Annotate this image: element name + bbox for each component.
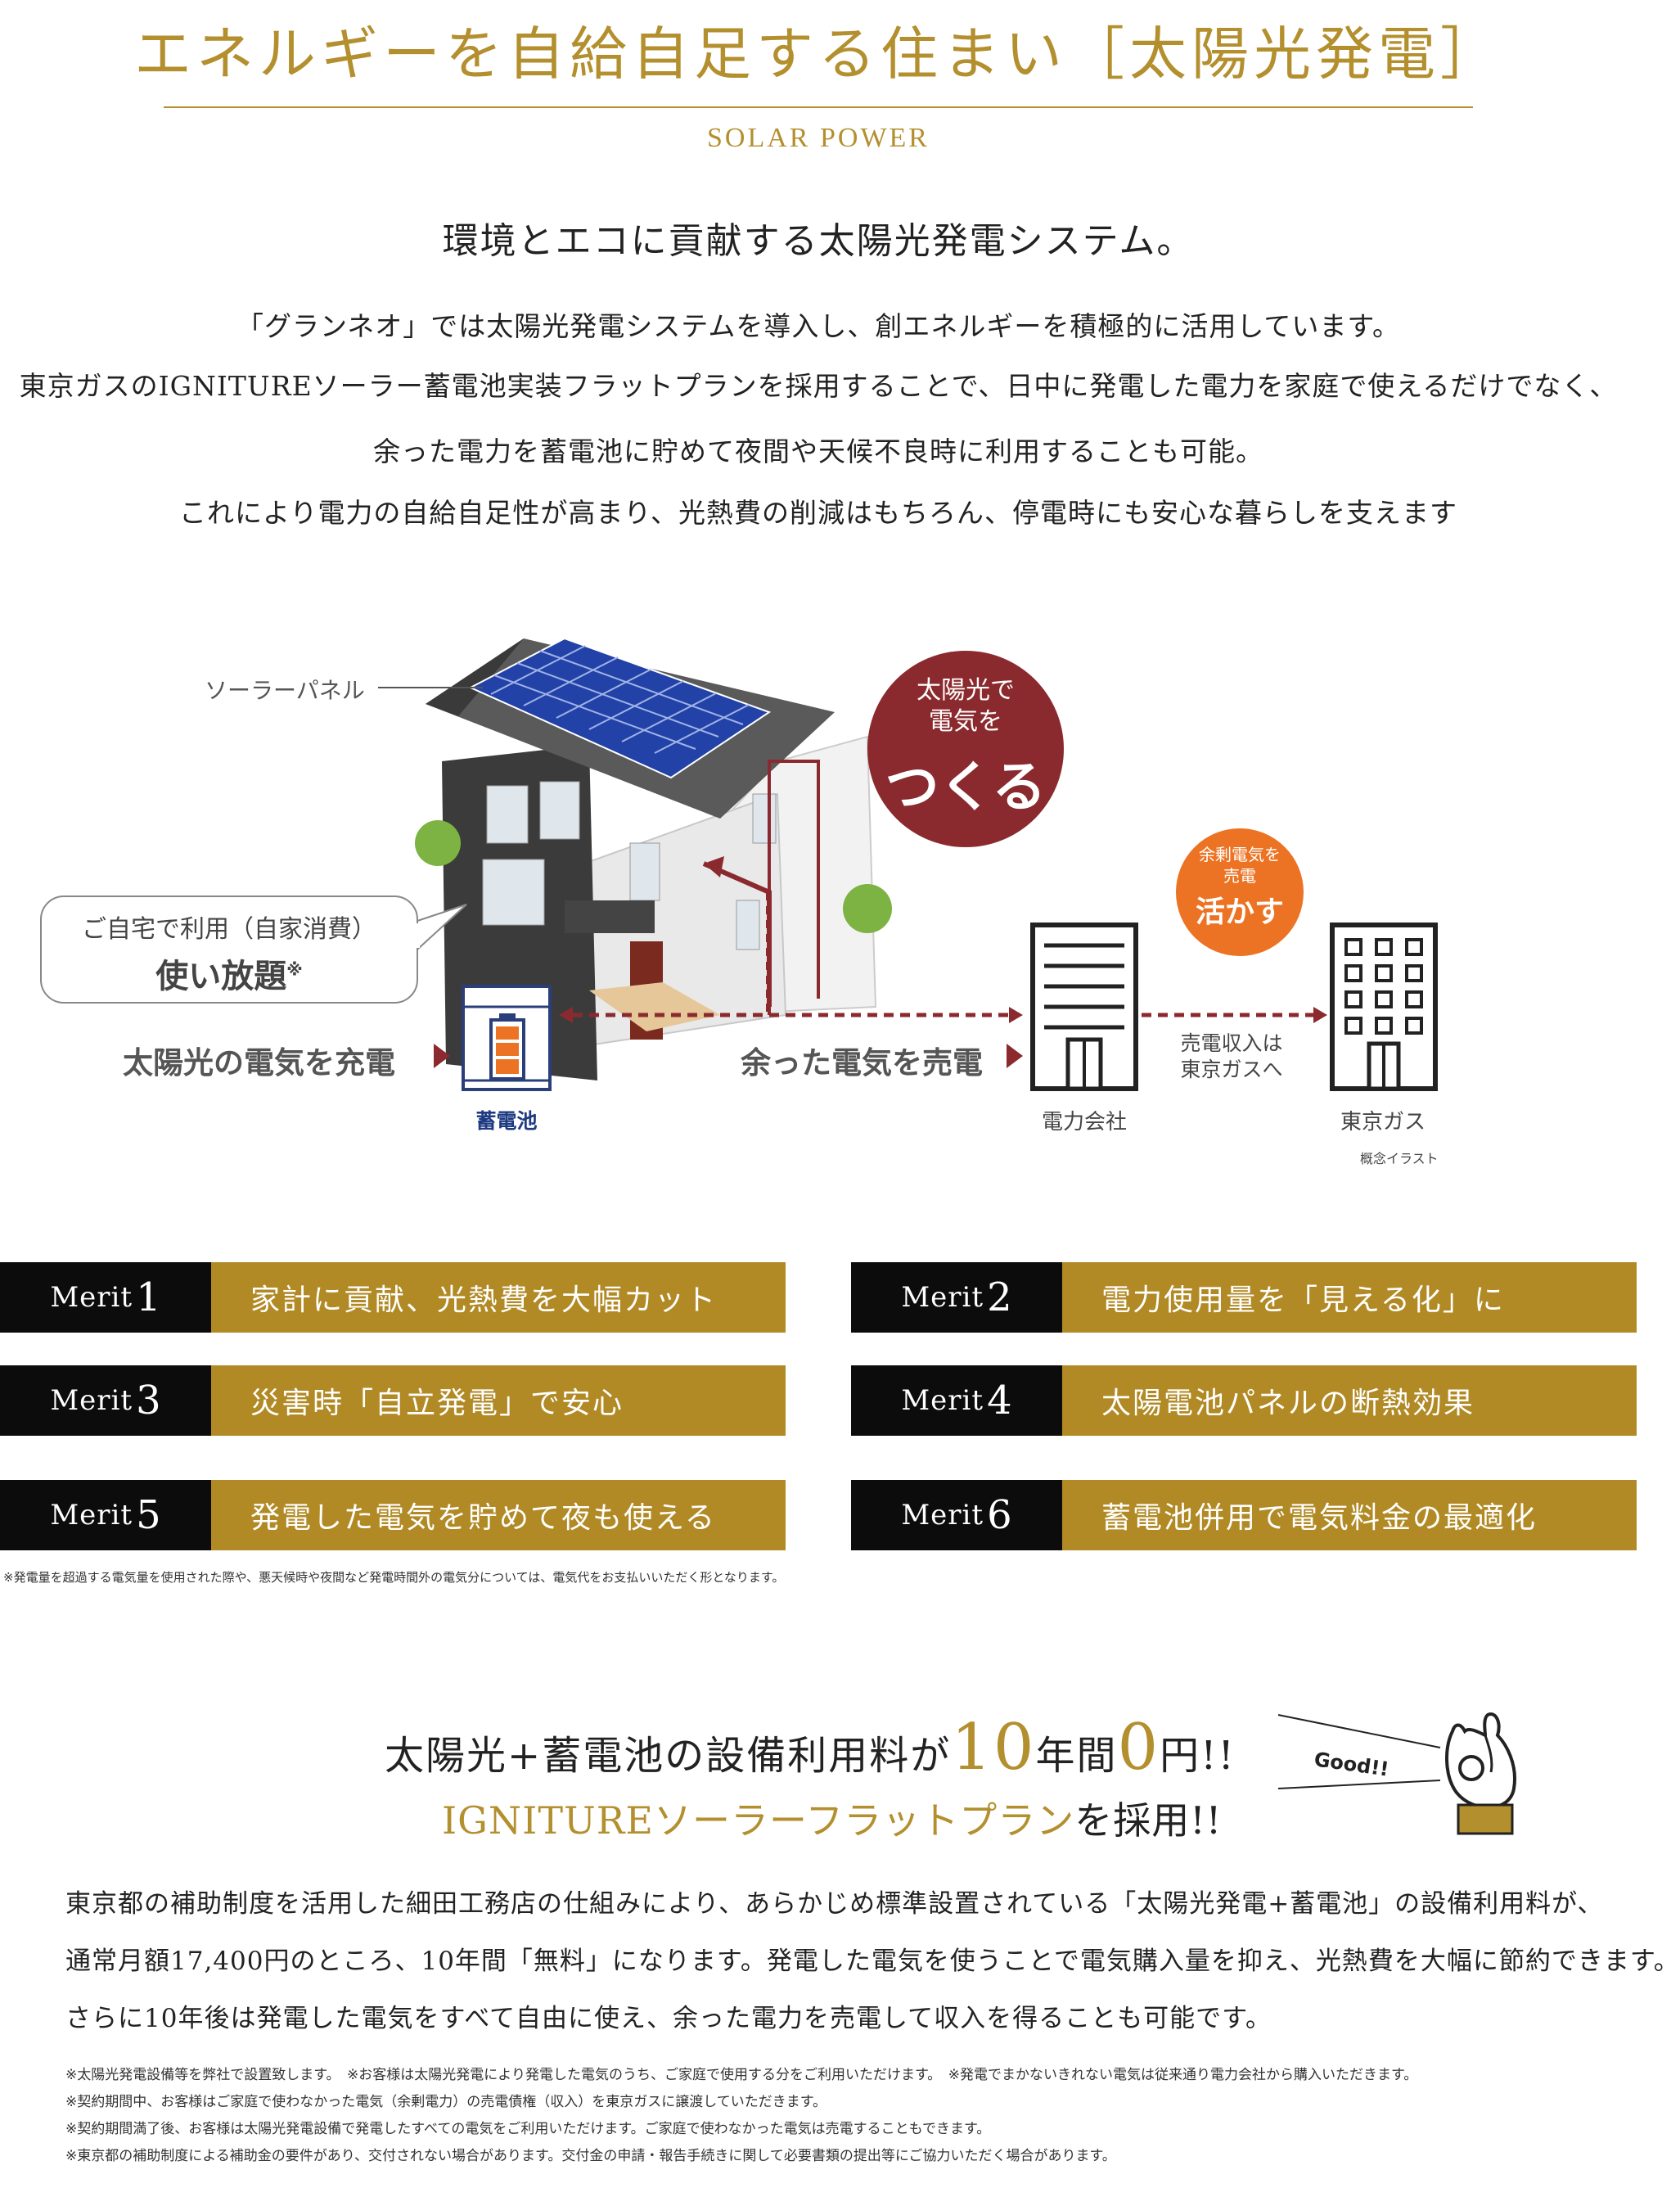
- plan-footnote: ※東京都の補助制度による補助金の要件があり、交付されない場合があります。交付金の…: [65, 2148, 1116, 2164]
- self-consumption-callout: [40, 895, 467, 1004]
- tokyo-gas-label: 東京ガス: [1340, 1110, 1426, 1135]
- tokyo-gas-building-icon: [1330, 923, 1438, 1091]
- callout-line-2: 使い放題※: [155, 958, 303, 995]
- make-bubble-text-2: 電気を: [929, 707, 1002, 736]
- make-bubble-text-1: 太陽光で: [917, 676, 1015, 705]
- page-title: エネルギーを自給自足する住まい［太陽光発電］: [134, 20, 1502, 88]
- make-electricity-bubble: [867, 651, 1064, 847]
- battery-label: 蓄電池: [475, 1109, 538, 1133]
- income-note-2: 東京ガスへ: [1180, 1058, 1283, 1081]
- sell-bubble-big: 活かす: [1195, 895, 1284, 929]
- plan-subheadline: IGNITUREソーラーフラットプランを採用!!: [442, 1798, 1223, 1843]
- intro-line: 「グランネオ」では太陽光発電システムを導入し、創エネルギーを積極的に活用していま…: [236, 310, 1401, 342]
- plan-footnote: ※太陽光発電設備等を弊社で設置致します。 ※お客様は太陽光発電により発電した電気…: [65, 2067, 1418, 2083]
- plan-footnote: ※契約期間中、お客様はご家庭で使わなかった電気（余剰電力）の売電債権（収入）を東…: [65, 2094, 827, 2110]
- merit-text: 発電した電気を貯めて夜も使える: [211, 1480, 786, 1550]
- plan-footnote: ※契約期間満了後、お客様は太陽光発電設備で発電したすべての電気をご利用いただけま…: [65, 2121, 991, 2137]
- income-note-1: 売電収入は: [1180, 1031, 1283, 1055]
- merit-text: 蓄電池併用で電気料金の最適化: [1062, 1480, 1637, 1550]
- sell-bubble-text-1: 余剰電気を: [1199, 845, 1281, 864]
- sell-surplus-bubble: [1176, 828, 1304, 956]
- intro-line: これにより電力の自給自足性が高まり、光熱費の削減はもちろん、停電時にも安心な暮ら…: [178, 497, 1458, 529]
- plan-body-line: 通常月額17,400円のところ、10年間「無料」になります。発電した電気を使うこ…: [65, 1947, 1680, 1976]
- solar-system-diagram: ソーラーパネル 太陽光で 電気を つくる 余剰電気を 売電 活かす ご自宅で利用…: [0, 622, 1637, 1179]
- good-hand-illustration: Good!!: [1277, 1699, 1522, 1846]
- solar-panel-label: ソーラーパネル: [205, 677, 365, 704]
- make-bubble-big: つくる: [885, 756, 1047, 819]
- diagram-illustration: [40, 637, 1438, 1091]
- merit-text: 太陽電池パネルの断熱効果: [1062, 1365, 1637, 1436]
- plan-body-line: 東京都の補助制度を活用した細田工務店の仕組みにより、あらかじめ標準設置されている…: [65, 1889, 1604, 1919]
- ok-hand-icon: Good!!: [1277, 1712, 1516, 1835]
- sell-label: 余った電気を売電: [741, 1045, 983, 1080]
- merit-text: 家計に貢献、光熱費を大幅カット: [211, 1262, 786, 1333]
- intro-line: 余った電力を蓄電池に貯めて夜間や天候不良時に利用することも可能。: [373, 435, 1263, 467]
- battery-illustration: [462, 985, 552, 1091]
- page-subtitle: SOLAR POWER: [707, 123, 930, 153]
- concept-illustration-note: 概念イラスト: [1360, 1151, 1439, 1166]
- title-divider: [164, 106, 1473, 108]
- plan-headline: 太陽光+蓄電池の設備利用料が10年間0円!!: [385, 1711, 1236, 1784]
- sell-arrow-icon: [1007, 1044, 1023, 1068]
- plan-body-line: さらに10年後は発電した電気をすべて自由に使え、余った電力を売電して収入を得るこ…: [65, 2004, 1272, 2033]
- svg-text:Good!!: Good!!: [1313, 1748, 1390, 1780]
- flow-lines: [559, 892, 1327, 1023]
- merit-text: 電力使用量を「見える化」に: [1062, 1262, 1637, 1333]
- merit-footnote: ※発電量を超過する電気量を使用された際や、悪天候時や夜間など発電時間外の電気分に…: [3, 1570, 785, 1585]
- callout-line-1: ご自宅で利用（自家消費）: [82, 915, 376, 944]
- intro-line: 東京ガスのIGNITUREソーラー蓄電池実装フラットプランを採用することで、日中…: [19, 370, 1618, 402]
- charge-arrow-icon: [434, 1044, 450, 1068]
- intro-catchphrase: 環境とエコに貢献する太陽光発電システム。: [442, 220, 1195, 262]
- sell-bubble-text-2: 売電: [1223, 866, 1256, 886]
- power-company-label: 電力会社: [1041, 1110, 1127, 1135]
- merit-text: 災害時「自立発電」で安心: [211, 1365, 786, 1436]
- power-company-building-icon: [1030, 923, 1138, 1091]
- charge-label: 太陽光の電気を充電: [123, 1045, 395, 1080]
